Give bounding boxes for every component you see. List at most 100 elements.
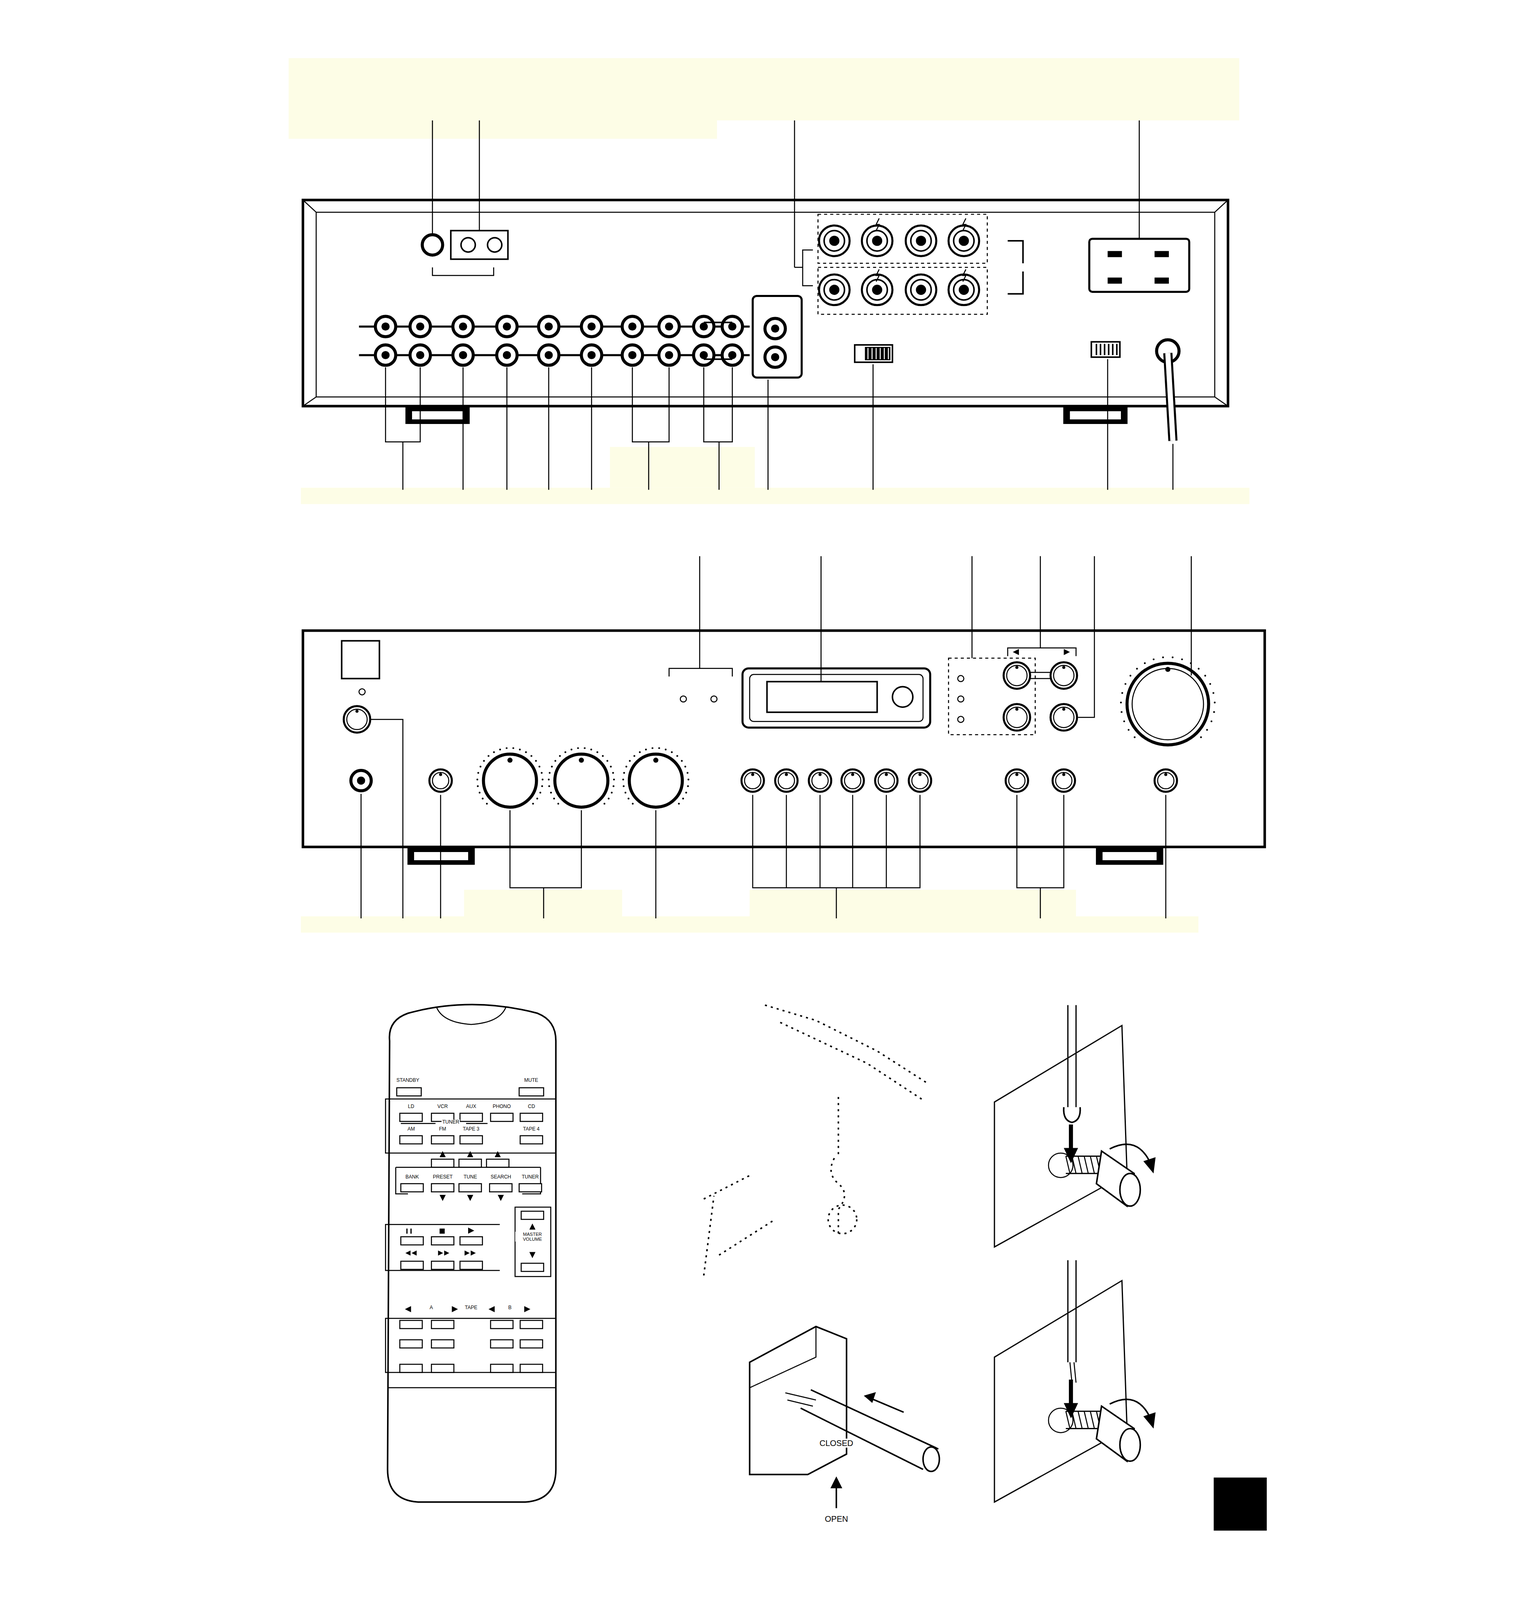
- label-band: [749, 889, 1076, 917]
- display-window: [749, 674, 923, 722]
- rca-jack-pin: [665, 350, 674, 360]
- arrow-symbol: [524, 1306, 531, 1313]
- remote-button: [400, 1236, 424, 1245]
- rca-jack: [581, 344, 603, 366]
- knob-tick: [613, 778, 615, 781]
- rca-jack: [452, 316, 474, 337]
- button-group: [385, 1317, 556, 1372]
- indicator-led: [359, 688, 366, 695]
- knob-tick: [645, 748, 647, 750]
- power-cord: [1167, 353, 1173, 441]
- rca-jack: [409, 316, 431, 337]
- knob-tick: [1213, 710, 1215, 713]
- push-button: [439, 772, 442, 776]
- remote-button: [521, 1263, 544, 1272]
- knob-tick: [677, 802, 680, 805]
- arrow-symbol: [467, 1194, 474, 1201]
- button-group: [385, 1224, 500, 1271]
- power-cord: [1167, 353, 1173, 441]
- rca-jack: [538, 316, 560, 337]
- switch-rib: [875, 347, 877, 359]
- knob-tick: [664, 748, 667, 750]
- rca-jack-pin: [502, 322, 512, 331]
- switch-rib: [883, 347, 885, 359]
- leader-line: [402, 441, 403, 490]
- rca-jack-pin: [544, 322, 553, 331]
- knob-tick: [583, 747, 586, 749]
- knob-tick: [577, 747, 579, 749]
- leader-line: [885, 794, 887, 888]
- bracket: [1007, 240, 1023, 264]
- remote-button: [520, 1319, 543, 1329]
- button-label: B: [507, 1304, 513, 1311]
- leader-line: [462, 367, 464, 490]
- thread: [1090, 1410, 1095, 1429]
- bevel-line: [303, 199, 317, 213]
- leader-line: [971, 556, 973, 659]
- rca-jack-pin: [771, 324, 780, 333]
- rca-jack-pin: [587, 350, 596, 360]
- speaker-terminal: [824, 279, 845, 301]
- thread: [1065, 1155, 1070, 1173]
- push-button: [784, 772, 788, 776]
- knob-tick: [476, 778, 478, 781]
- leader-line: [400, 1122, 436, 1124]
- switch-rib: [1095, 343, 1098, 355]
- knob-tick: [625, 765, 628, 768]
- arrow-symbol: [405, 1306, 412, 1313]
- rca-jack-pin: [728, 322, 737, 331]
- push-button: [1157, 772, 1175, 789]
- push-button: [1003, 662, 1031, 689]
- knob-tick: [633, 754, 636, 757]
- push-button: [751, 772, 754, 776]
- front-panel: [303, 630, 1265, 847]
- knob-tick: [687, 778, 690, 781]
- leader-line: [1039, 556, 1041, 648]
- knob-tick: [622, 785, 625, 787]
- remote-button: [459, 1113, 483, 1122]
- slide-switch: [864, 346, 891, 360]
- push-button: [808, 769, 832, 792]
- knob-tick: [564, 751, 567, 753]
- leader-line: [802, 249, 813, 286]
- label-band: [301, 916, 1199, 933]
- button-group: [385, 1098, 556, 1153]
- knob-tick: [612, 785, 615, 787]
- rca-jack: [375, 316, 396, 337]
- knob-tick: [1152, 658, 1155, 660]
- speaker-terminal: [958, 284, 969, 295]
- label-band: [609, 446, 755, 488]
- button-label: AUX: [465, 1103, 478, 1110]
- push-button: [1015, 665, 1019, 669]
- speaker-terminal: [819, 274, 850, 306]
- terminal-block: [749, 1326, 847, 1474]
- thread: [1065, 1410, 1070, 1429]
- knob-tick: [557, 802, 560, 805]
- push-button: [1052, 769, 1076, 792]
- push-button: [1154, 769, 1178, 792]
- push-button: [1005, 769, 1029, 792]
- push-button: [778, 772, 795, 789]
- remote-jack: [422, 234, 443, 256]
- rca-jack: [722, 344, 743, 366]
- rear-panel: [303, 199, 1229, 406]
- push-button: [1050, 704, 1078, 731]
- open-arrow: [831, 1477, 842, 1488]
- arrow-symbol: [444, 1250, 450, 1256]
- knob-tick: [541, 778, 544, 781]
- terminal-group: [817, 214, 988, 264]
- leader-line: [360, 793, 362, 919]
- knob-tick: [612, 772, 614, 774]
- knob-tick: [602, 754, 604, 757]
- knob-tick: [1209, 682, 1212, 685]
- leader-line: [872, 364, 874, 490]
- switch-rib: [879, 347, 881, 359]
- panel-sketch: [994, 1025, 1128, 1248]
- speaker-terminal: [867, 279, 888, 301]
- rca-jack-pin: [587, 322, 596, 331]
- foot: [1096, 846, 1163, 865]
- knob-tick: [548, 772, 551, 774]
- speaker-terminal: [871, 235, 883, 246]
- rca-jack-pin: [459, 350, 468, 360]
